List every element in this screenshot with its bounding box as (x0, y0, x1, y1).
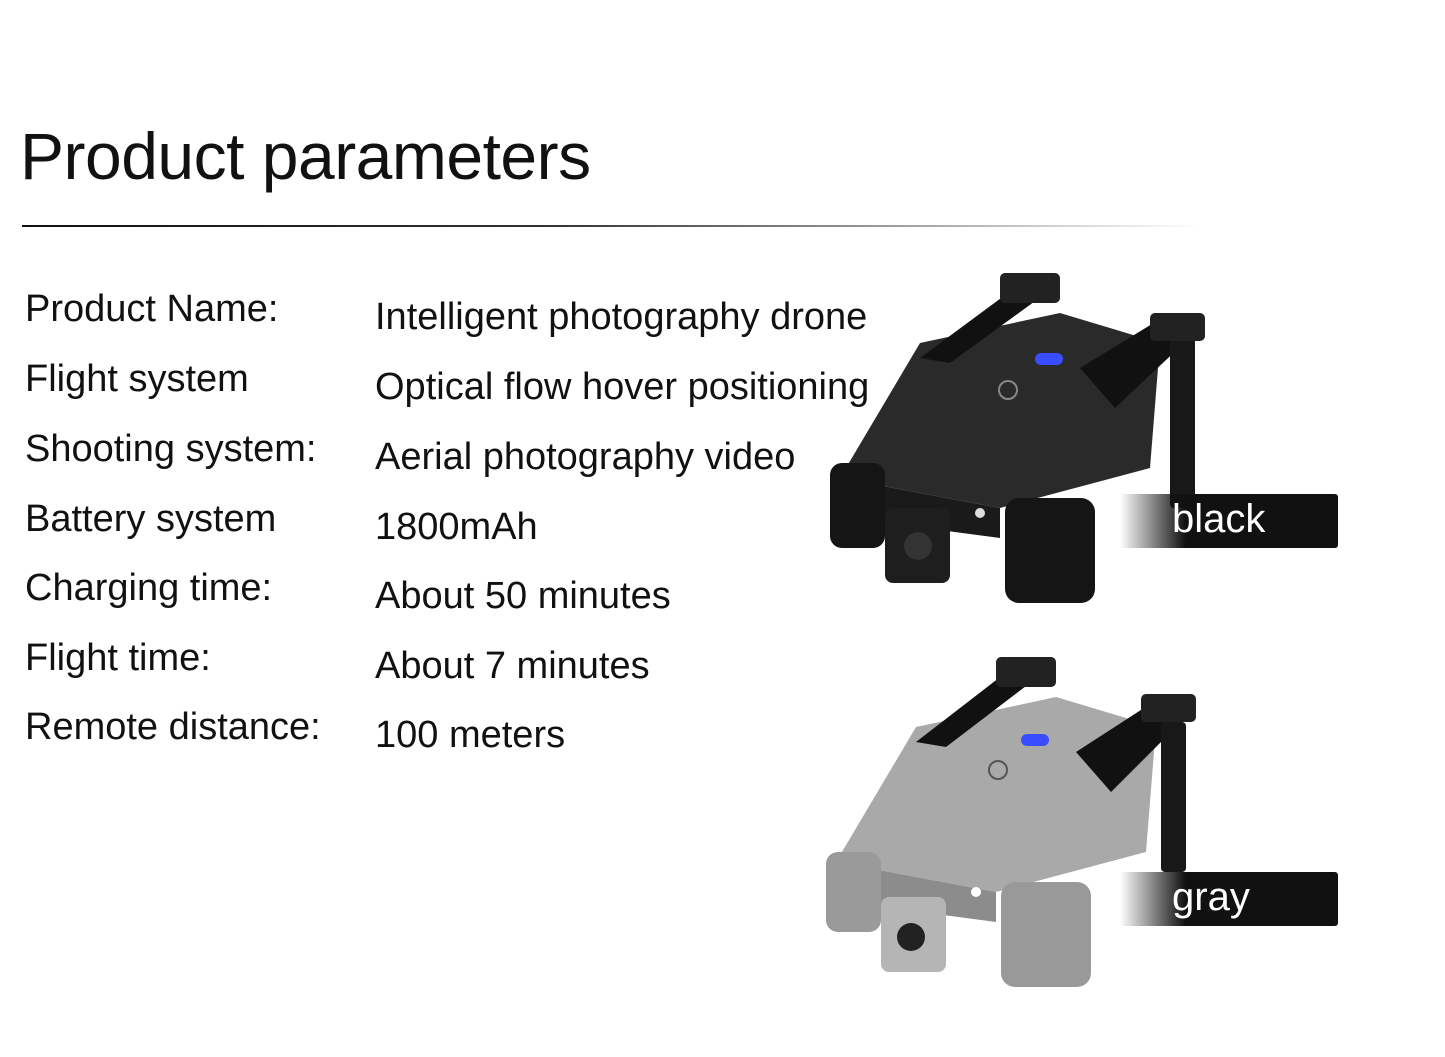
param-label: Charging time: (25, 567, 273, 609)
color-tag-black: black (1120, 494, 1338, 548)
param-row: Charging time: About 50 minutes (0, 567, 1000, 627)
power-icon (988, 760, 1008, 780)
param-label: Battery system (25, 498, 277, 540)
param-label: Shooting system: (25, 428, 317, 470)
color-tag-gray: gray (1120, 872, 1338, 926)
page-title: Product parameters (20, 119, 591, 193)
gray-drone-image (826, 657, 1196, 987)
black-drone-image (830, 273, 1205, 603)
param-label: Remote distance: (25, 706, 321, 748)
param-value: Intelligent photography drone (375, 296, 868, 338)
param-value: Aerial photography video (375, 436, 796, 478)
param-value: About 50 minutes (375, 575, 671, 617)
param-row: Product Name: Intelligent photography dro… (0, 288, 1000, 348)
param-value: 1800mAh (375, 506, 538, 548)
param-label: Product Name: (25, 288, 279, 330)
led-indicator (1021, 734, 1049, 746)
param-label: Flight system (25, 358, 249, 400)
param-label: Flight time: (25, 637, 211, 679)
param-row: Battery system 1800mAh (0, 498, 1000, 558)
power-icon (998, 380, 1018, 400)
param-row: Shooting system: Aerial photography video (0, 428, 1000, 488)
led-indicator (1035, 353, 1063, 365)
param-value: About 7 minutes (375, 645, 650, 687)
param-row: Remote distance: 100 meters (0, 706, 1000, 766)
param-row: Flight system Optical flow hover position… (0, 358, 1000, 418)
title-divider (22, 225, 1202, 227)
param-value: 100 meters (375, 714, 566, 756)
param-value: Optical flow hover positioning (375, 366, 870, 408)
param-row: Flight time: About 7 minutes (0, 637, 1000, 697)
